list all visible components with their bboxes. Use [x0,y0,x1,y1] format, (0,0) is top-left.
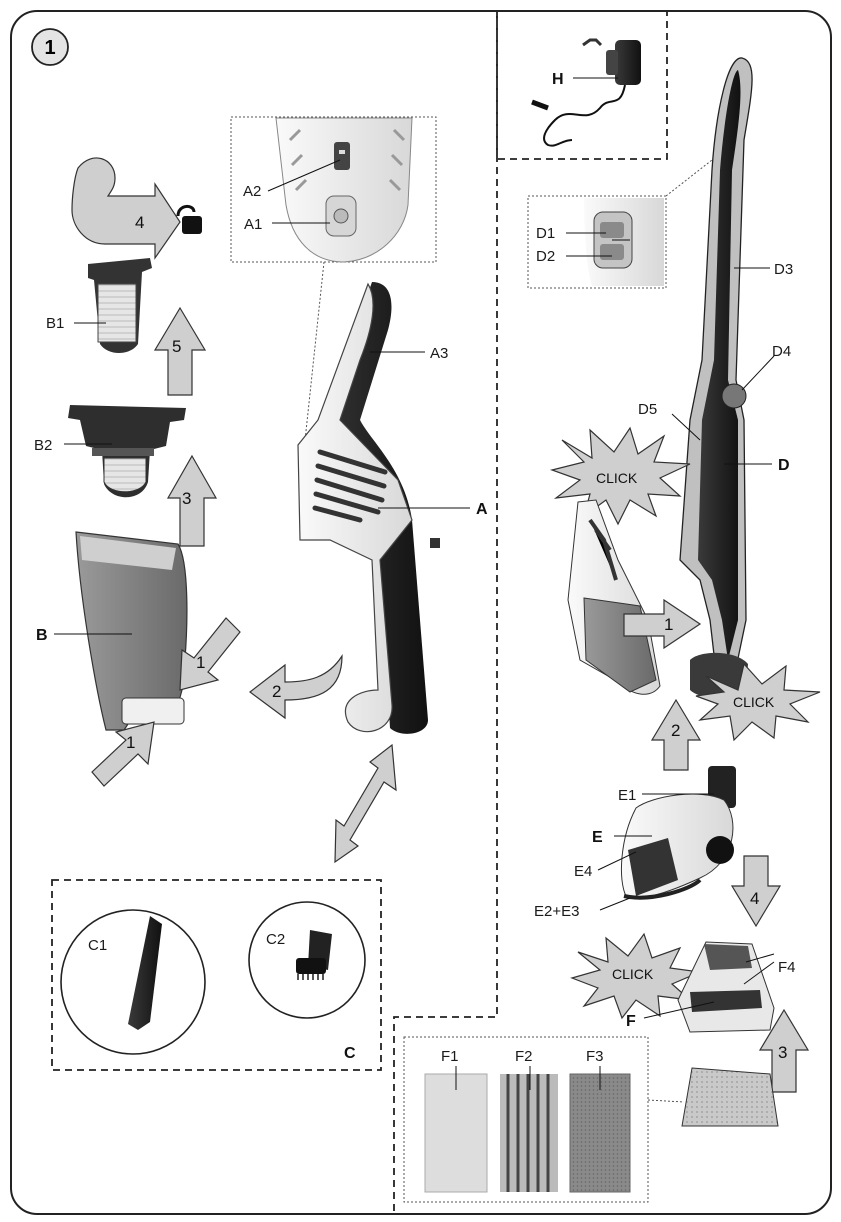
cyclone-b2 [68,405,186,498]
click-text-3: CLICK [612,966,654,982]
arrow-up-b2 [166,454,218,547]
figure-number-badge: 1 [31,28,69,66]
label-b1: B1 [46,315,64,332]
label-c2: C2 [266,931,285,948]
label-b2: B2 [34,437,52,454]
step-insert: 1 [664,615,673,634]
label-d5: D5 [638,401,657,418]
separator-right-column [393,11,498,1214]
label-d: D [778,457,790,474]
charger-adapter [531,38,641,147]
filter-b1 [88,258,152,353]
label-b: B [36,627,48,644]
figure-number: 1 [44,37,55,59]
double-arrow [334,743,397,864]
arrow-up-e [650,698,702,771]
arrow-press-bottom [91,721,155,787]
label-f4: F4 [778,959,796,976]
step-up-b2: 3 [182,489,191,508]
label-a: A [476,501,488,518]
step-unlock: 4 [135,213,144,232]
arrow-insert [623,598,702,650]
handle-detail [275,117,413,263]
label-f3: F3 [586,1048,604,1065]
handheld-vacuum [297,282,440,734]
step-remove: 2 [272,682,281,701]
label-d3: D3 [774,261,793,278]
stick-body [679,57,753,698]
charger-frame [496,10,668,160]
crevice-tool [128,916,162,1030]
label-d1: D1 [536,225,555,242]
arrow-press-top [179,617,241,691]
click-text-2: CLICK [733,694,775,710]
label-f: F [626,1013,636,1030]
arrow-down-f [730,855,782,928]
label-f1: F1 [441,1048,459,1065]
mop-pad-f1 [424,1073,488,1193]
label-c: C [344,1045,356,1062]
label-e2e3: E2+E3 [534,903,579,920]
mop-pad-f2 [500,1074,558,1192]
switch-detail [584,198,664,286]
accessory-circle-c1 [60,909,206,1055]
zoom-line-a [303,261,325,451]
floor-nozzle-e [620,766,736,900]
label-d2: D2 [536,248,555,265]
label-e: E [592,829,603,846]
brush-tool [296,930,332,980]
accessories-frame [51,879,382,1071]
step-down-f: 4 [750,889,759,908]
unlock-icon [176,205,202,234]
label-c1: C1 [88,937,107,954]
click-burst-2 [695,662,821,742]
arrow-remove [249,653,343,720]
click-text-1: CLICK [596,470,638,486]
zoom-line-d [665,159,713,197]
label-d4: D4 [772,343,791,360]
step-press-bottom: 1 [126,733,135,752]
label-a2: A2 [243,183,261,200]
step-up-b1: 5 [172,337,181,356]
click-burst-1 [549,426,691,526]
dust-bin-b [75,531,188,731]
step-press-top: 1 [196,653,205,672]
rotate-arrow [71,157,181,260]
arrow-up-b1 [153,306,207,396]
page-frame [10,10,832,1215]
label-e4: E4 [574,863,592,880]
step-up-e: 2 [671,721,680,740]
label-h: H [552,71,564,88]
mop-pad-f3 [569,1073,631,1193]
label-f2: F2 [515,1048,533,1065]
label-a1: A1 [244,216,262,233]
step-up-pad: 3 [778,1043,787,1062]
mop-pad-attached [681,1067,779,1127]
mop-tray-f [677,941,775,1033]
label-e1: E1 [618,787,636,804]
arrow-up-pad [758,1008,810,1093]
label-a3: A3 [430,345,448,362]
